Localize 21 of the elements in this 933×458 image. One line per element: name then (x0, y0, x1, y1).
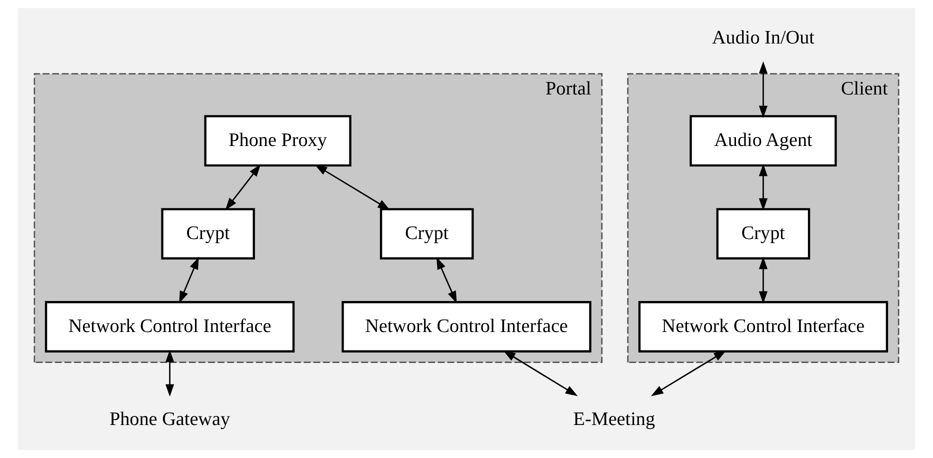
node-text: Phone Gateway (110, 408, 230, 430)
arrow (165, 350, 174, 397)
arrow (436, 256, 457, 304)
arrow (758, 256, 768, 304)
node-box: Crypt (716, 208, 810, 260)
node-box: Network Control Interface (44, 301, 295, 352)
arrow (314, 164, 390, 210)
arrow (758, 61, 768, 118)
node-box: Audio Agent (690, 115, 837, 166)
arrow (179, 256, 199, 304)
node-box: Crypt (380, 208, 474, 260)
arrow (650, 350, 726, 396)
node-box: Network Control Interface (638, 301, 888, 352)
node-box: Crypt (161, 208, 255, 260)
node-box: Phone Proxy (204, 115, 352, 166)
arrow (758, 164, 768, 211)
node-text: Audio In/Out (712, 27, 814, 48)
node-text: E-Meeting (573, 408, 656, 430)
node-box: Network Control Interface (342, 301, 592, 352)
arrow (503, 350, 578, 396)
arrow (225, 164, 261, 210)
